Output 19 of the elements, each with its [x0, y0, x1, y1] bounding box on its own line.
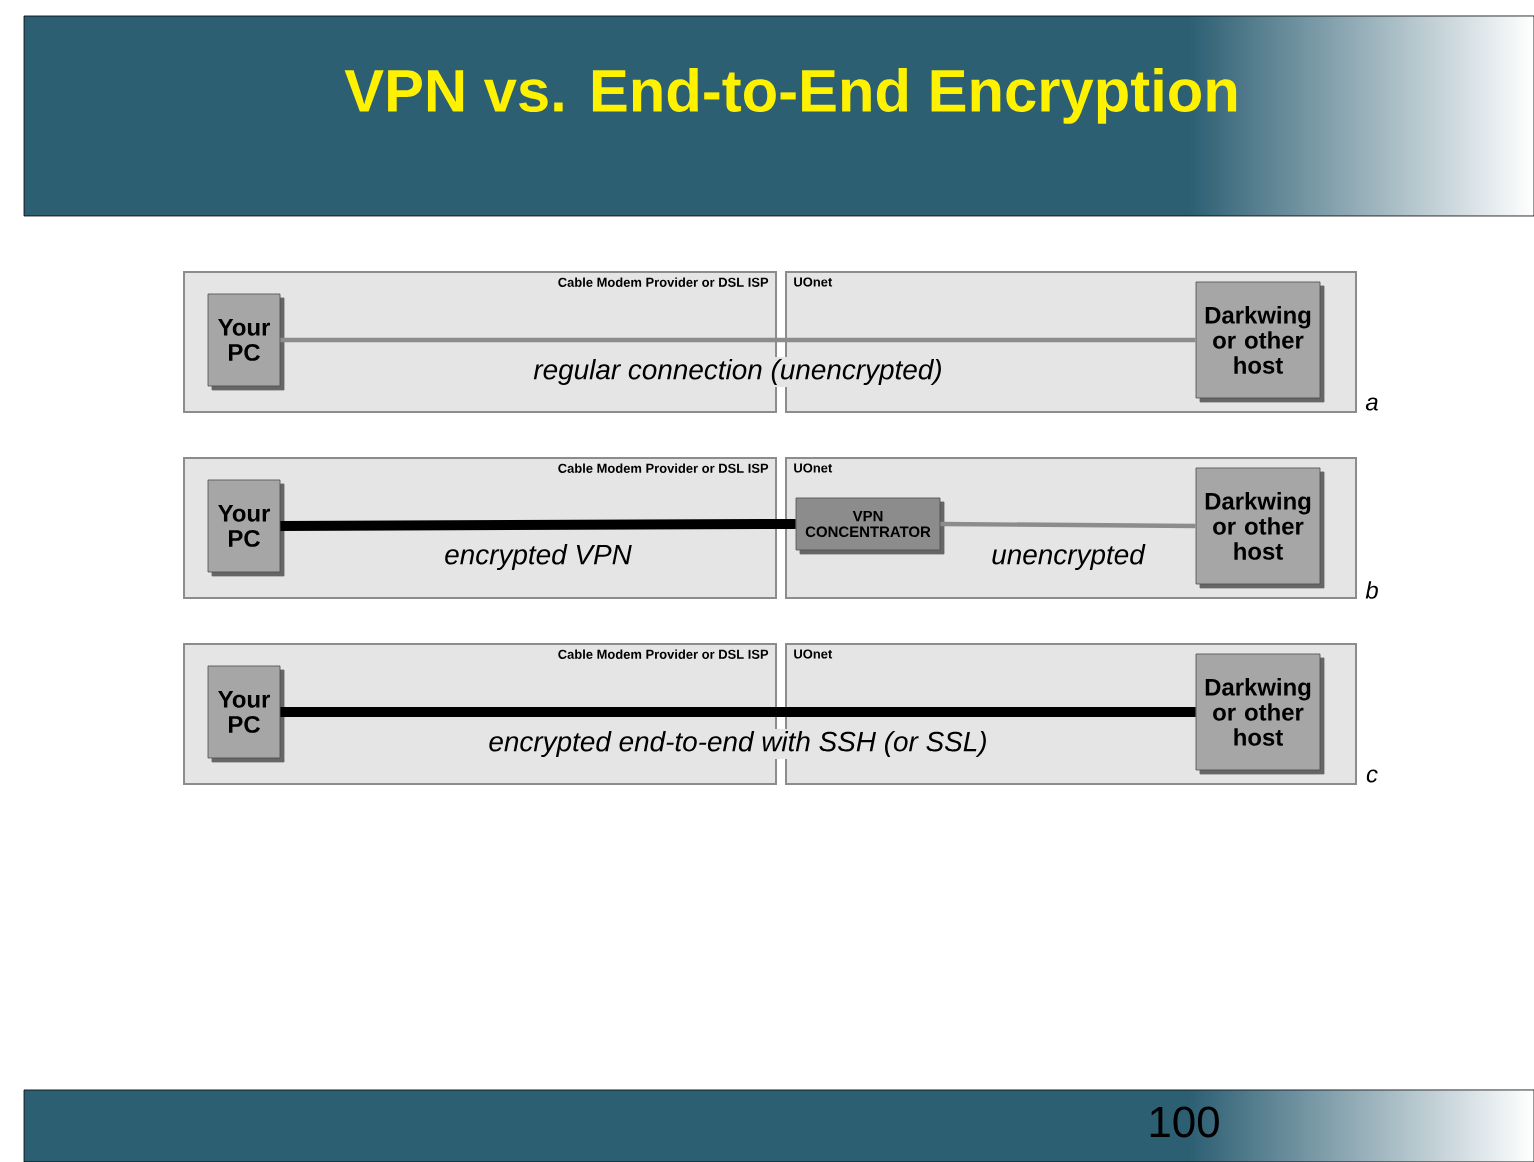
- row-letter: a: [1365, 397, 1378, 411]
- host-box: Darkwing or other host: [1195, 653, 1325, 775]
- edge-label: encrypted end-to-end with SSH (or SSL): [486, 728, 990, 759]
- connection-line: [280, 706, 1196, 717]
- row-letter: c: [1366, 769, 1378, 783]
- computer-box: Your PC: [207, 293, 285, 391]
- host-box: Darkwing or other host: [1195, 467, 1325, 589]
- edge-label: encrypted VPN: [442, 541, 634, 572]
- connection-line: [940, 521, 1196, 529]
- title: VPN vs. End-to-End Encryption: [344, 68, 1237, 124]
- connection-line: [280, 337, 1196, 343]
- computer-box: Your PC: [207, 479, 285, 577]
- host-box: Darkwing or other host: [1195, 281, 1325, 403]
- connection-line: [280, 518, 796, 531]
- edge-label: regular connection (unencrypted): [531, 356, 945, 387]
- page-number: 100: [1150, 1106, 1219, 1138]
- row-letter: b: [1365, 581, 1378, 599]
- computer-box: Your PC: [207, 665, 285, 763]
- edge-label: unencrypted: [989, 541, 1147, 572]
